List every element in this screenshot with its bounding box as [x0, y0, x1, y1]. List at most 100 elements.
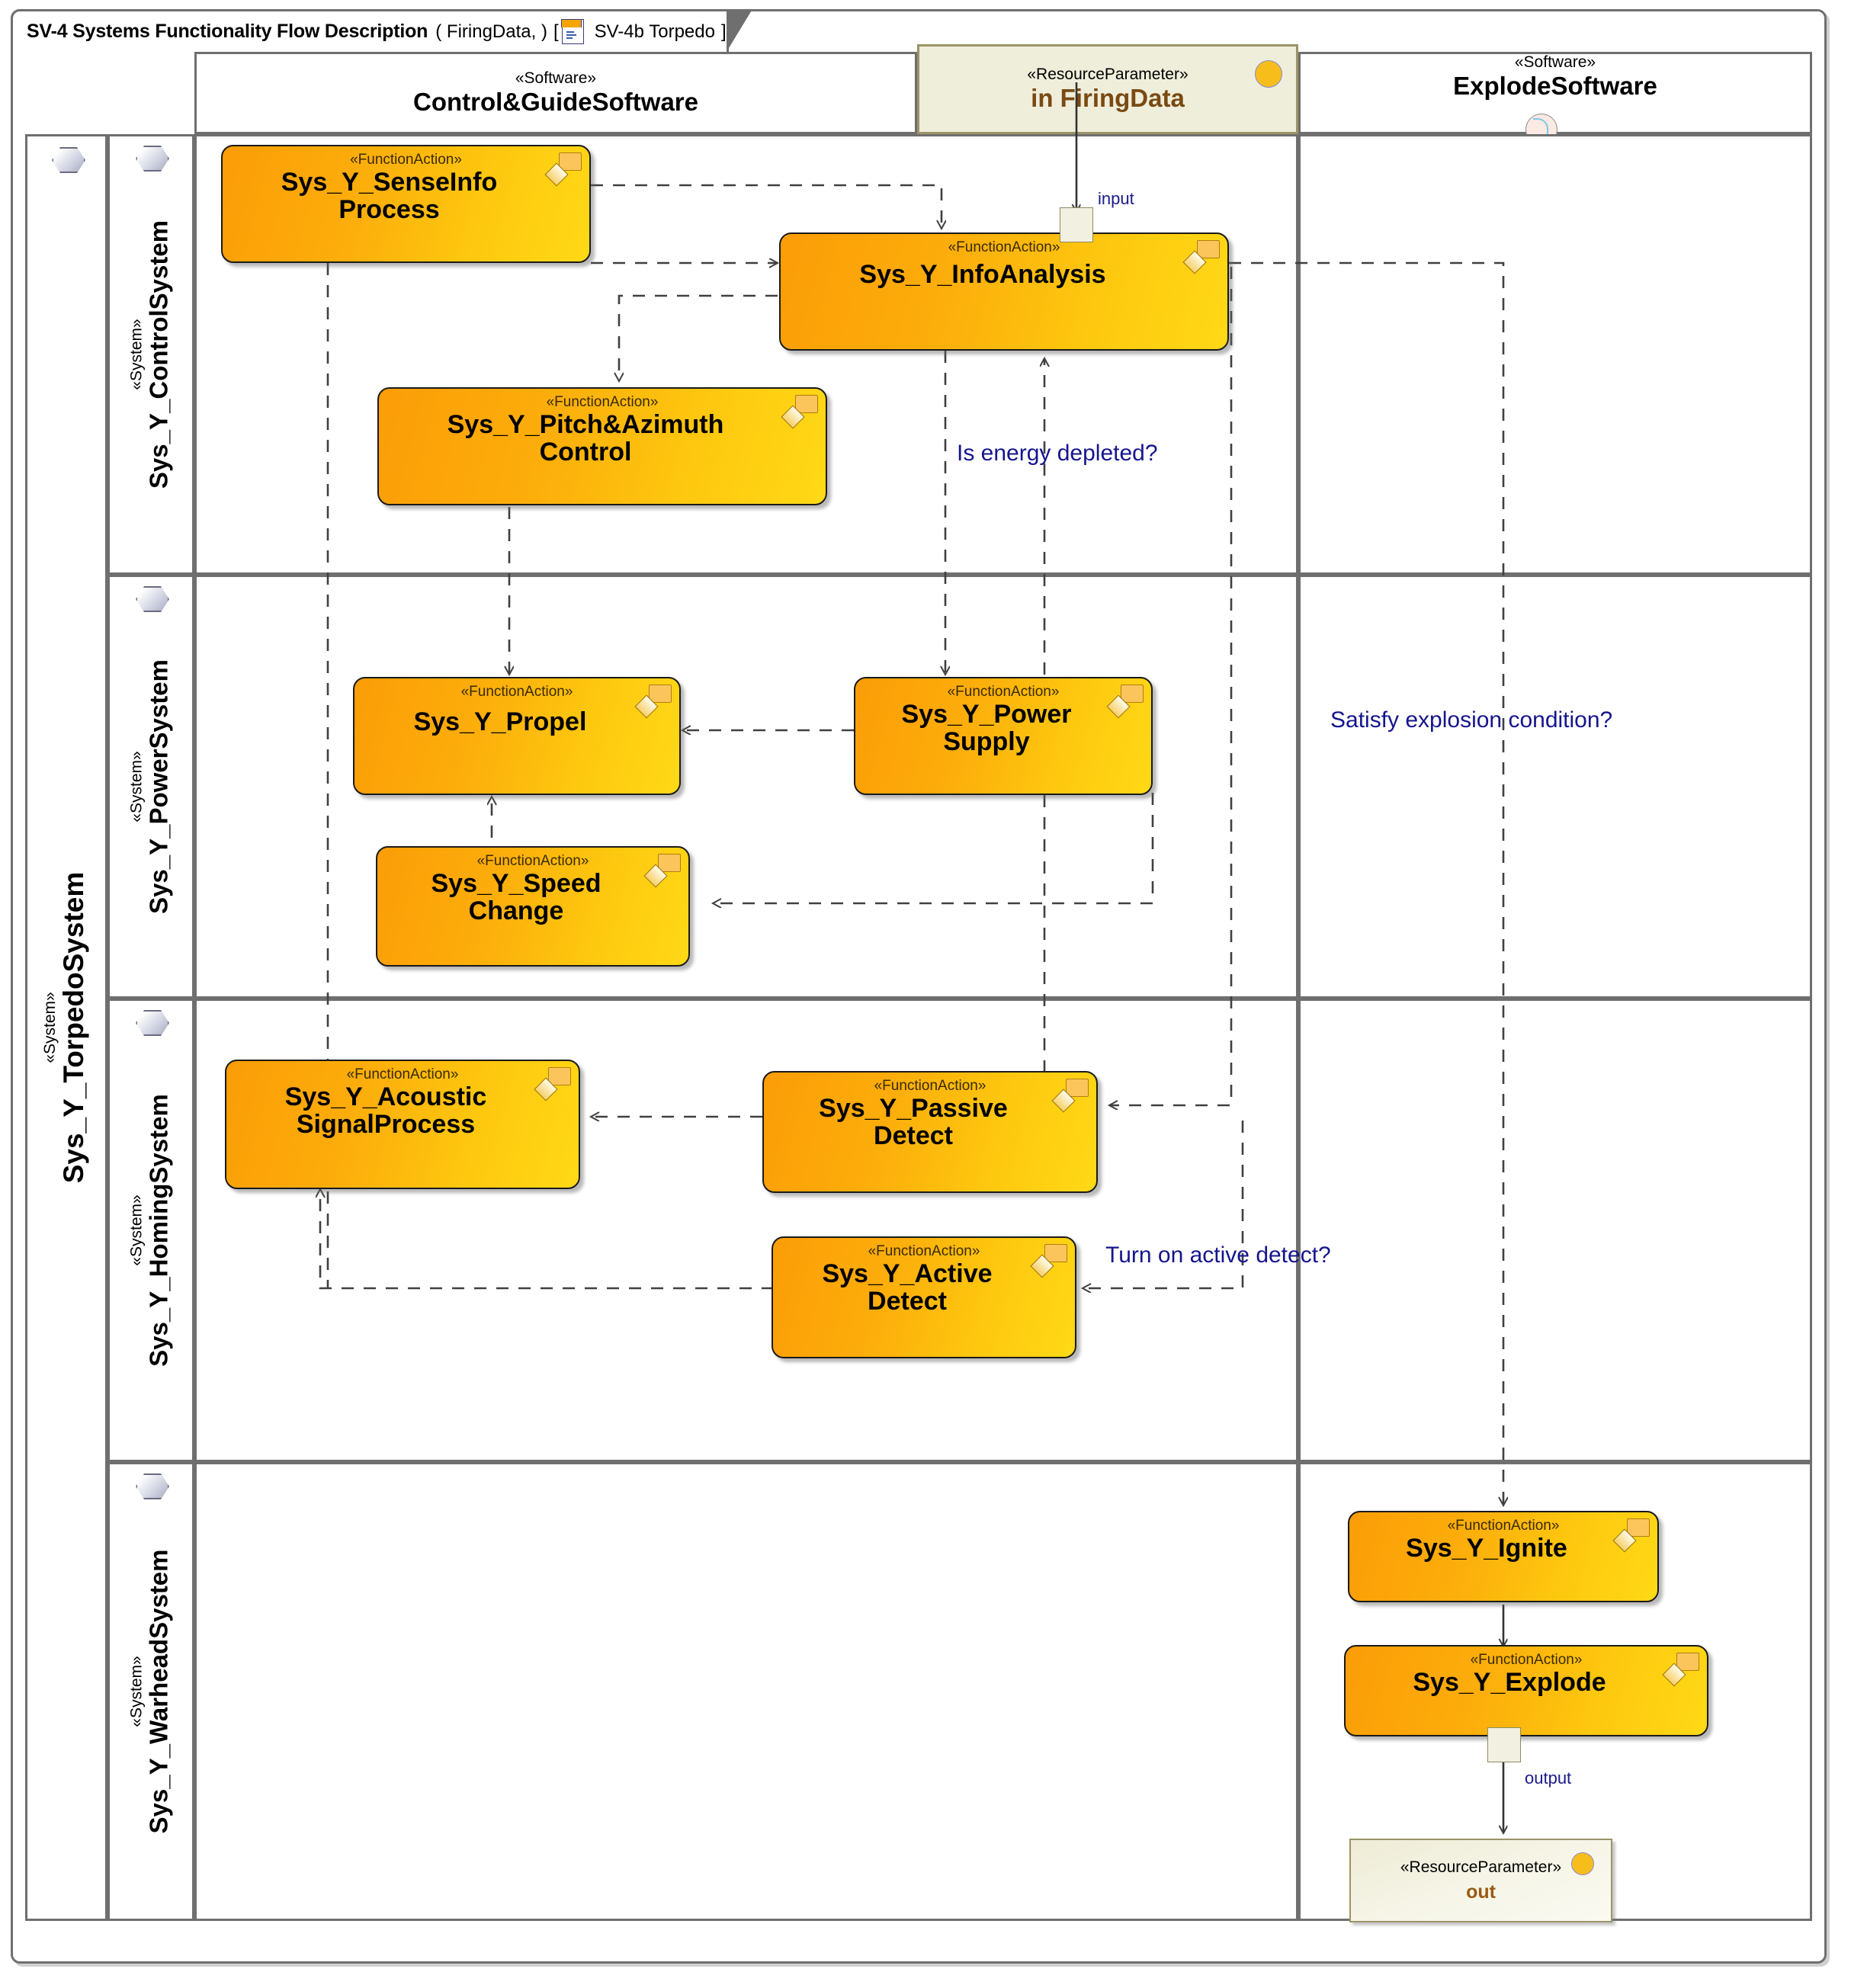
system-hexagon-icon	[136, 586, 169, 612]
action-icons	[544, 152, 582, 188]
lane-cell-warhead-left	[194, 1462, 1298, 1921]
lane-homing-system-label: «System» Sys_Y_HomingSystem	[127, 1094, 174, 1367]
action-stereotype: «FunctionAction»	[1447, 1518, 1560, 1534]
action-body-icon	[658, 854, 681, 872]
action-icons	[1030, 1244, 1067, 1279]
action-stereotype: «FunctionAction»	[947, 684, 1060, 700]
action-icons	[1106, 685, 1144, 720]
object-node-out-parameter[interactable]: «ResourceParameter» out	[1349, 1839, 1612, 1922]
action-stereotype: «FunctionAction»	[948, 239, 1060, 255]
column-name: in FiringData	[1031, 83, 1185, 112]
action-body-icon	[1676, 1653, 1699, 1671]
action-body-icon	[1627, 1518, 1650, 1537]
lane-control-system-label: «System» Sys_Y_ControlSystem	[127, 220, 174, 489]
action-info-analysis[interactable]: «FunctionAction» Sys_Y_InfoAnalysis	[779, 232, 1229, 351]
action-name: Sys_Y_Power Supply	[901, 700, 1072, 757]
input-pin-label: input	[1098, 189, 1134, 208]
action-sense-info-process[interactable]: «FunctionAction» Sys_Y_SenseInfo Process	[221, 145, 591, 263]
action-ignite[interactable]: «FunctionAction» Sys_Y_Ignite	[1348, 1511, 1659, 1602]
lane-label-control-system[interactable]: «System» Sys_Y_ControlSystem	[107, 134, 194, 575]
lane-stereotype: «System»	[127, 1194, 146, 1266]
lane-stereotype: «System»	[127, 319, 146, 390]
action-icons	[643, 854, 681, 889]
column-name: Control&GuideSoftware	[412, 87, 698, 116]
action-name: Sys_Y_SenseInfo Process	[281, 168, 498, 225]
diagram-reference-label: SV-4b Torpedo	[594, 21, 715, 42]
column-header-control-guide-software[interactable]: «Software» Control&GuideSoftware	[194, 52, 917, 134]
action-body-icon	[795, 395, 818, 413]
partition-torpedo-system-label: «System» Sys_Y_TorpedoSystem	[41, 871, 91, 1184]
action-body-icon	[1066, 1079, 1089, 1097]
action-icons	[1662, 1653, 1699, 1688]
system-hexagon-icon	[136, 146, 169, 172]
action-name: Sys_Y_InfoAnalysis	[859, 260, 1106, 289]
action-icons	[534, 1067, 571, 1102]
lane-stereotype: «System»	[127, 751, 146, 822]
action-propel[interactable]: «FunctionAction» Sys_Y_Propel	[353, 677, 681, 795]
action-stereotype: «FunctionAction»	[1470, 1652, 1583, 1668]
action-name: Sys_Y_Active Detect	[822, 1259, 993, 1316]
partition-stereotype: «System»	[41, 992, 59, 1063]
action-name: Sys_Y_Speed Change	[431, 869, 601, 926]
action-icons	[1612, 1518, 1650, 1554]
column-header-explode-software[interactable]: «Software» ExplodeSoftware	[1298, 52, 1812, 146]
output-pin-label: output	[1525, 1768, 1572, 1788]
action-stereotype: «FunctionAction»	[868, 1243, 980, 1259]
object-node-name: out	[1466, 1881, 1496, 1903]
system-hexagon-icon	[136, 1473, 169, 1499]
lane-label-warhead-system[interactable]: «System» Sys_Y_WarheadSystem	[107, 1462, 194, 1921]
action-name: Sys_Y_Explode	[1413, 1668, 1606, 1697]
column-stereotype: «ResourceParameter»	[1027, 65, 1189, 83]
action-body-icon	[1197, 240, 1220, 258]
guard-label-active-detect: Turn on active detect?	[1105, 1242, 1331, 1268]
action-pitch-azimuth-control[interactable]: «FunctionAction» Sys_Y_Pitch&Azimuth Con…	[377, 387, 827, 505]
column-stereotype: «Software»	[1514, 53, 1596, 71]
action-passive-detect[interactable]: «FunctionAction» Sys_Y_Passive Detect	[762, 1071, 1098, 1193]
action-name: Sys_Y_Propel	[413, 707, 587, 736]
action-power-supply[interactable]: «FunctionAction» Sys_Y_Power Supply	[854, 677, 1153, 795]
partition-torpedo-system[interactable]: «System» Sys_Y_TorpedoSystem	[25, 134, 107, 1921]
guard-label-energy-depleted: Is energy depleted?	[957, 441, 1158, 466]
system-hexagon-icon	[136, 1010, 169, 1036]
action-body-icon	[1044, 1244, 1067, 1262]
action-active-detect[interactable]: «FunctionAction» Sys_Y_Active Detect	[772, 1236, 1076, 1358]
diagram-reference-icon	[561, 18, 584, 44]
action-body-icon	[559, 152, 582, 171]
object-node-stereotype: «ResourceParameter»	[1400, 1858, 1562, 1876]
action-name: Sys_Y_Pitch&Azimuth Control	[447, 410, 724, 467]
lane-power-system-label: «System» Sys_Y_PowerSystem	[127, 659, 174, 914]
lane-label-homing-system[interactable]: «System» Sys_Y_HomingSystem	[107, 999, 194, 1462]
action-stereotype: «FunctionAction»	[546, 394, 659, 410]
provided-interface-ball-icon	[1571, 1852, 1594, 1875]
action-acoustic-signal-process[interactable]: «FunctionAction» Sys_Y_Acoustic SignalPr…	[225, 1060, 580, 1189]
lane-name: Sys_Y_HomingSystem	[144, 1094, 173, 1367]
lane-cell-control-right	[1298, 134, 1812, 575]
system-hexagon-icon	[52, 147, 85, 173]
action-explode[interactable]: «FunctionAction» Sys_Y_Explode	[1344, 1645, 1708, 1736]
lane-cell-homing-right	[1298, 999, 1812, 1462]
input-pin[interactable]	[1060, 207, 1093, 242]
lane-name: Sys_Y_ControlSystem	[144, 220, 173, 489]
action-icons	[634, 685, 672, 720]
action-name: Sys_Y_Acoustic SignalProcess	[284, 1082, 487, 1140]
action-name: Sys_Y_Passive Detect	[819, 1094, 1008, 1151]
lane-label-power-system[interactable]: «System» Sys_Y_PowerSystem	[107, 575, 194, 999]
diagram-title: SV-4 Systems Functionality Flow Descript…	[27, 21, 428, 42]
action-stereotype: «FunctionAction»	[476, 853, 589, 869]
column-stereotype: «Software»	[515, 69, 597, 87]
output-pin[interactable]	[1487, 1727, 1521, 1762]
action-name: Sys_Y_Ignite	[1406, 1534, 1567, 1563]
column-header-in-firing-data[interactable]: «ResourceParameter» in FiringData	[917, 44, 1298, 134]
lane-name: Sys_Y_WarheadSystem	[144, 1549, 173, 1834]
partition-name: Sys_Y_TorpedoSystem	[58, 871, 90, 1184]
action-speed-change[interactable]: «FunctionAction» Sys_Y_Speed Change	[376, 846, 690, 967]
lane-name: Sys_Y_PowerSystem	[144, 659, 173, 914]
action-icons	[1182, 240, 1220, 275]
bracket-close: ]	[720, 21, 727, 42]
action-body-icon	[548, 1067, 571, 1085]
bracket-open: [	[553, 21, 559, 42]
action-stereotype: «FunctionAction»	[350, 152, 462, 168]
action-body-icon	[649, 685, 672, 703]
diagram-parameters: ( FiringData, )	[435, 21, 547, 42]
